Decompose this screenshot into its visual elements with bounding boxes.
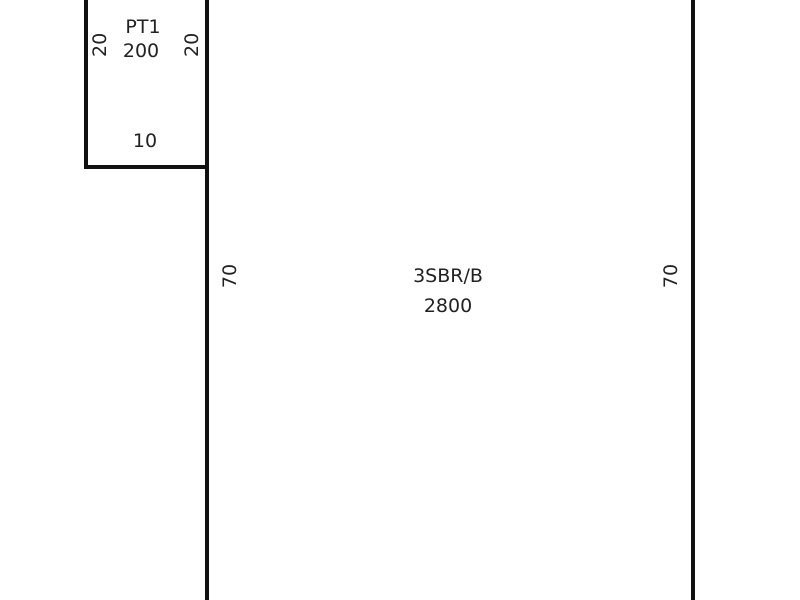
pt1-room-name: PT1 — [125, 16, 161, 38]
main-room-name: 3SBR/B — [413, 265, 483, 287]
main-room-left-dimension: 70 — [219, 263, 241, 289]
pt1-bottom-dimension: 10 — [132, 130, 158, 152]
pt1-bottom-wall — [84, 165, 209, 169]
pt1-area-label: 200 — [122, 40, 160, 62]
main-room-right-wall — [691, 0, 695, 600]
pt1-left-wall — [84, 0, 88, 169]
main-room-right-dimension: 70 — [660, 263, 682, 289]
main-room-area-label: 2800 — [423, 295, 473, 317]
pt1-left-dimension: 20 — [89, 32, 111, 57]
pt1-right-dimension: 20 — [181, 32, 203, 57]
main-room-left-wall — [205, 0, 209, 600]
